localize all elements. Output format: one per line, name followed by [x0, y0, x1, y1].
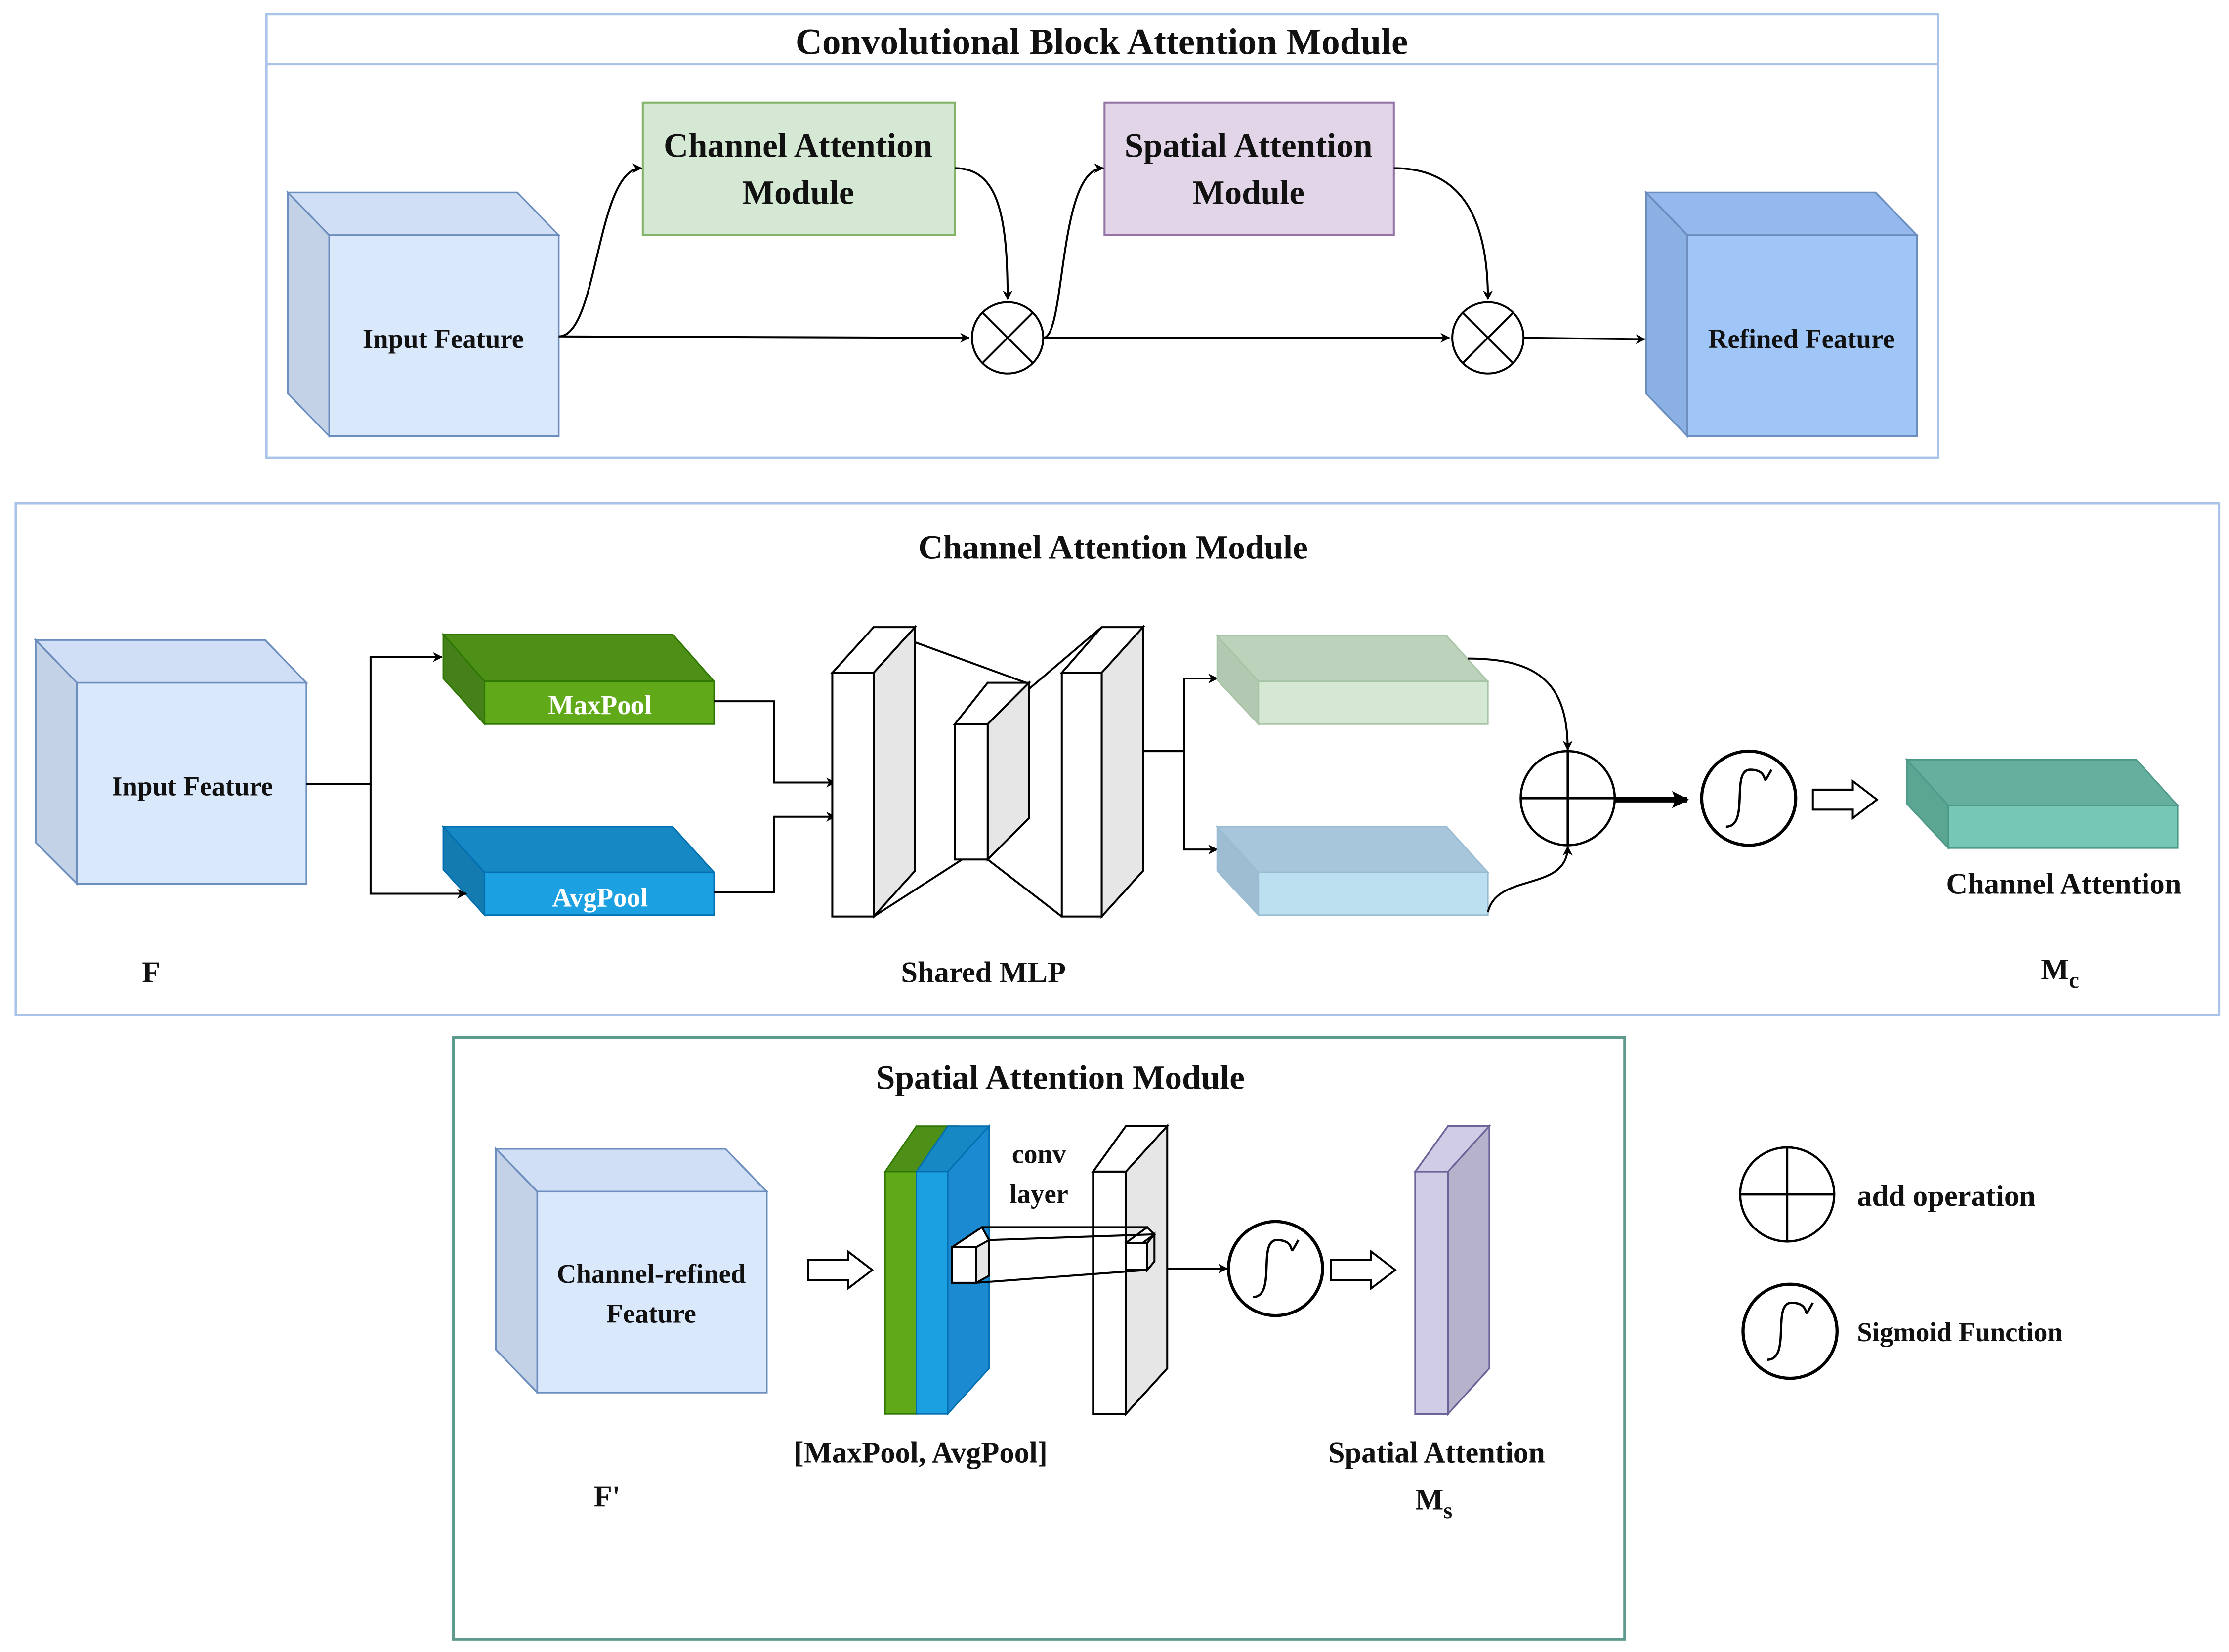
mlp-output-arrows	[1143, 673, 1219, 855]
cbam-input-cube: Input Feature	[286, 190, 561, 438]
maxpool-slab: MaxPool	[441, 632, 716, 726]
pooled-maps-label: [MaxPool, AvgPool]	[794, 1436, 1048, 1469]
spatial-input-label-line2: Feature	[606, 1299, 696, 1329]
add-icon	[1739, 1146, 1836, 1243]
ms-symbol-sub: s	[1443, 1498, 1452, 1523]
sigmoid-icon	[1700, 749, 1798, 847]
channel-title: Channel Attention Module	[918, 528, 1307, 566]
cbam-arrows	[558, 163, 1646, 344]
channel-pool-arrows	[306, 652, 837, 899]
legend: add operation Sigmoid Function	[1739, 1146, 2062, 1380]
avgpool-slab: AvgPool	[441, 825, 716, 917]
cbam-title: Convolutional Block Attention Module	[796, 22, 1408, 63]
channel-attention-label: Channel Attention	[1946, 868, 2181, 901]
spatial-frame	[452, 1036, 1626, 1641]
hollow-arrow-icon	[1330, 1249, 1397, 1291]
cbam-channel-module-box	[641, 101, 956, 236]
multiply-icon	[1451, 301, 1525, 375]
mlp-output-avgpool-slab	[1215, 825, 1490, 917]
cbam-input-label: Input Feature	[363, 324, 524, 354]
maxpool-label: MaxPool	[548, 690, 652, 720]
ms-symbol: Ms	[1415, 1483, 1452, 1523]
cbam-channel-module-label-line2: Module	[742, 173, 854, 212]
multiply-icon	[971, 301, 1045, 375]
conv-layer-label-line1: conv	[1012, 1139, 1066, 1169]
add-icon	[1519, 750, 1616, 847]
conv-layer-label-line2: layer	[1009, 1179, 1068, 1209]
cbam-spatial-module-label-line2: Module	[1192, 173, 1304, 212]
legend-add-label: add operation	[1857, 1180, 2036, 1213]
avgpool-label: AvgPool	[552, 882, 648, 912]
channel-input-cube: Input Feature	[34, 637, 309, 886]
shared-mlp-label: Shared MLP	[901, 956, 1066, 989]
spatial-input-cube: Channel-refined Feature	[494, 1146, 769, 1395]
cbam-channel-module-label-line1: Channel Attention	[664, 126, 932, 164]
spatial-attention-label: Spatial Attention	[1328, 1436, 1545, 1469]
sum-arrows	[1468, 657, 1689, 913]
cbam-spatial-module-label-line1: Spatial Attention	[1125, 126, 1373, 164]
hollow-arrow-icon	[1811, 779, 1879, 820]
sigmoid-icon	[1227, 1220, 1324, 1317]
channel-panel: Channel Attention Module Input Feature F…	[14, 502, 2221, 1016]
spatial-attention-map	[1413, 1124, 1491, 1416]
cbam-spatial-module-box	[1103, 101, 1395, 236]
hollow-arrow-icon	[807, 1249, 874, 1291]
cbam-refined-cube: Refined Feature	[1644, 190, 1919, 438]
mc-symbol: Mc	[2041, 953, 2079, 993]
legend-sigmoid-label: Sigmoid Function	[1857, 1317, 2062, 1347]
cbam-frame	[265, 13, 1939, 459]
channel-attention-slab	[1905, 758, 2180, 850]
conv-layer	[1091, 1123, 1170, 1417]
shared-mlp	[830, 624, 1145, 919]
spatial-title: Spatial Attention Module	[876, 1059, 1245, 1097]
conv-kernel-projection	[950, 1226, 1156, 1285]
spatial-f-symbol: F'	[594, 1481, 621, 1514]
mc-symbol-sub: c	[2069, 968, 2079, 993]
mlp-output-maxpool-slab	[1215, 634, 1490, 726]
channel-frame	[14, 502, 2221, 1016]
cbam-panel: Convolutional Block Attention Module Inp…	[265, 13, 1939, 459]
sigmoid-icon	[1741, 1282, 1839, 1380]
channel-f-symbol: F	[142, 956, 160, 989]
cbam-refined-label: Refined Feature	[1708, 324, 1895, 354]
ms-symbol-main: M	[1415, 1483, 1443, 1517]
spatial-panel: Spatial Attention Module Channel-refined…	[452, 1036, 1626, 1641]
channel-input-label: Input Feature	[112, 771, 273, 801]
mc-symbol-main: M	[2041, 953, 2069, 986]
spatial-input-label-line1: Channel-refined	[557, 1259, 746, 1289]
pooled-maps	[883, 1124, 991, 1416]
